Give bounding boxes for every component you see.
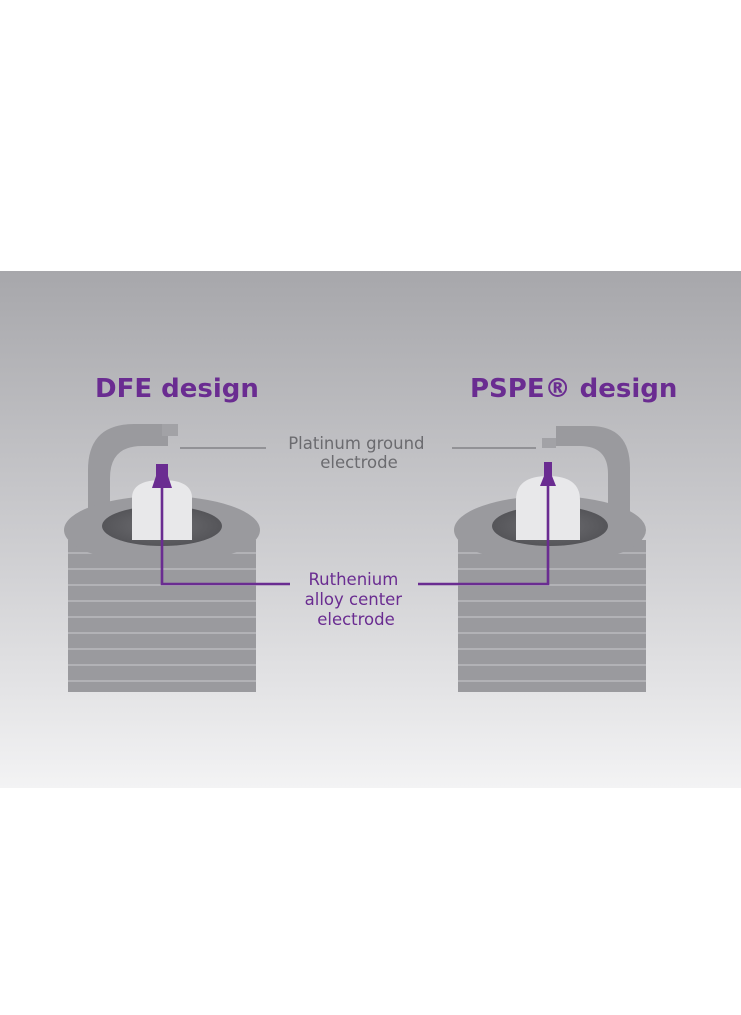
dfe-ground-platinum-pad <box>162 424 178 436</box>
ground-label-line-2: electrode <box>320 453 398 472</box>
dfe-title: DFE design <box>95 374 259 404</box>
pspe-center-electrode <box>540 462 556 486</box>
center-label-line-3: electrode <box>317 610 395 629</box>
pspe-ground-platinum-pad <box>542 438 556 448</box>
center-leader-left <box>160 488 290 586</box>
center-leader-right <box>418 486 550 586</box>
center-label-line-2: alloy center <box>305 590 403 609</box>
ground-label-line-1: Platinum ground <box>288 434 424 453</box>
ground-electrode-label: Platinum ground electrode <box>288 434 430 472</box>
dfe-center-electrode <box>152 464 172 488</box>
center-label-line-1: Ruthenium <box>308 570 398 589</box>
center-electrode-label: Ruthenium alloy center electrode <box>305 570 408 629</box>
pspe-ground-electrode <box>556 426 630 512</box>
pspe-title: PSPE® design <box>470 374 677 404</box>
dfe-ground-electrode <box>88 424 168 512</box>
